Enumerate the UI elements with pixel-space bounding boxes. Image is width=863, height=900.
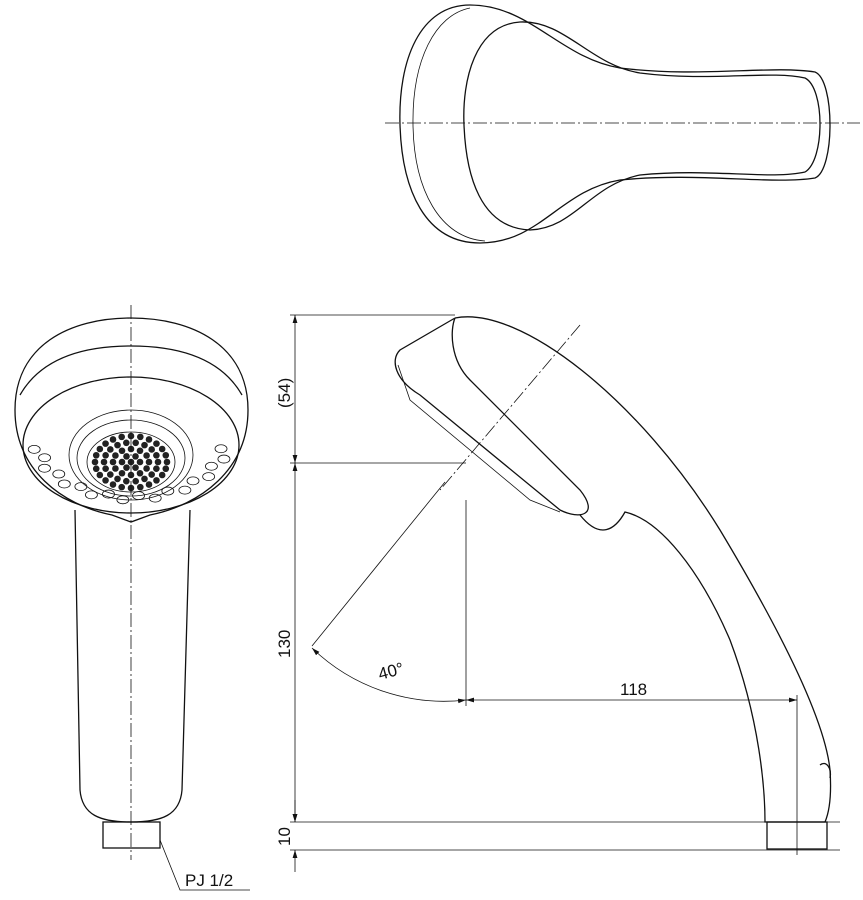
nozzle xyxy=(92,465,100,473)
nozzle xyxy=(102,465,109,472)
nozzle xyxy=(136,469,144,477)
nozzle xyxy=(137,433,144,441)
nozzle xyxy=(112,452,119,459)
outer-nozzle xyxy=(178,485,192,495)
outer-nozzle xyxy=(202,472,216,481)
nozzle xyxy=(148,446,155,453)
nozzle xyxy=(109,481,117,488)
nozzle xyxy=(109,436,117,443)
nozzle xyxy=(123,477,130,485)
nozzle xyxy=(107,446,114,453)
nozzle xyxy=(145,436,153,443)
nozzle xyxy=(136,458,144,466)
nozzle xyxy=(114,441,121,449)
nozzle xyxy=(118,447,126,455)
nozzle xyxy=(162,451,170,459)
outer-nozzle xyxy=(132,491,145,501)
outer-nozzle xyxy=(52,469,66,479)
nozzle xyxy=(100,458,108,466)
outer-nozzle xyxy=(38,463,51,473)
nozzle xyxy=(153,477,160,484)
angle-label: 40° xyxy=(376,659,406,684)
nozzle xyxy=(102,477,109,484)
top-view xyxy=(385,4,860,244)
nozzle xyxy=(158,445,166,453)
nozzle xyxy=(148,471,155,478)
height-label: 130 xyxy=(275,630,294,658)
nozzle xyxy=(96,445,104,453)
nozzle xyxy=(136,447,144,455)
nozzle xyxy=(102,440,109,447)
nozzle xyxy=(118,458,126,466)
nozzle xyxy=(154,458,162,466)
thread-label: PJ 1/2 xyxy=(185,871,233,890)
head-height-label: (54) xyxy=(275,378,294,408)
outer-nozzle xyxy=(148,493,162,503)
nozzle xyxy=(153,452,160,459)
nozzle xyxy=(114,475,121,483)
nozzle xyxy=(132,464,139,471)
reach-label: 118 xyxy=(620,680,647,699)
outer-nozzle xyxy=(85,490,98,500)
nozzle xyxy=(123,453,130,460)
nozzle xyxy=(141,475,148,483)
nozzle xyxy=(141,441,148,449)
nozzle xyxy=(137,483,144,491)
outer-nozzle xyxy=(27,444,41,454)
nozzle xyxy=(145,458,153,466)
outer-nozzle xyxy=(116,495,130,505)
outer-nozzle xyxy=(74,482,88,492)
nozzle xyxy=(96,471,104,479)
nozzle xyxy=(143,465,150,472)
outer-nozzle xyxy=(38,453,51,463)
front-view: PJ 1/2 xyxy=(14,305,250,891)
nozzle xyxy=(143,452,150,459)
nozzle xyxy=(162,465,170,473)
outer-nozzle xyxy=(102,489,115,499)
nozzle xyxy=(123,439,130,447)
nozzle xyxy=(127,432,135,440)
nozzle xyxy=(158,471,166,479)
outer-nozzle xyxy=(205,461,218,471)
nozzle xyxy=(92,451,100,459)
nozzle xyxy=(153,465,160,472)
nozzle xyxy=(102,452,109,459)
outer-nozzle xyxy=(186,476,200,486)
nozzle xyxy=(118,469,126,477)
nozzle xyxy=(132,477,139,485)
nozzle xyxy=(132,439,139,447)
nozzle xyxy=(118,433,125,441)
nozzle xyxy=(132,453,139,460)
outer-nozzle xyxy=(214,444,228,454)
nozzle xyxy=(153,440,160,447)
nozzle xyxy=(112,465,119,472)
nozzle xyxy=(123,464,130,471)
nozzle xyxy=(118,483,125,491)
nozzle xyxy=(91,458,99,466)
spray-nozzles xyxy=(27,432,231,505)
pj-connector xyxy=(102,821,161,849)
side-view: 40° 118 (54) 130 10 xyxy=(275,314,840,872)
nozzle xyxy=(163,458,171,466)
nozzle xyxy=(145,481,153,488)
nozzle xyxy=(109,458,117,466)
nozzle xyxy=(107,471,114,478)
nozzle xyxy=(127,471,135,479)
outer-nozzle xyxy=(161,486,175,496)
outer-nozzle xyxy=(57,479,71,489)
base-label: 10 xyxy=(275,827,294,846)
outer-nozzle xyxy=(217,454,231,464)
